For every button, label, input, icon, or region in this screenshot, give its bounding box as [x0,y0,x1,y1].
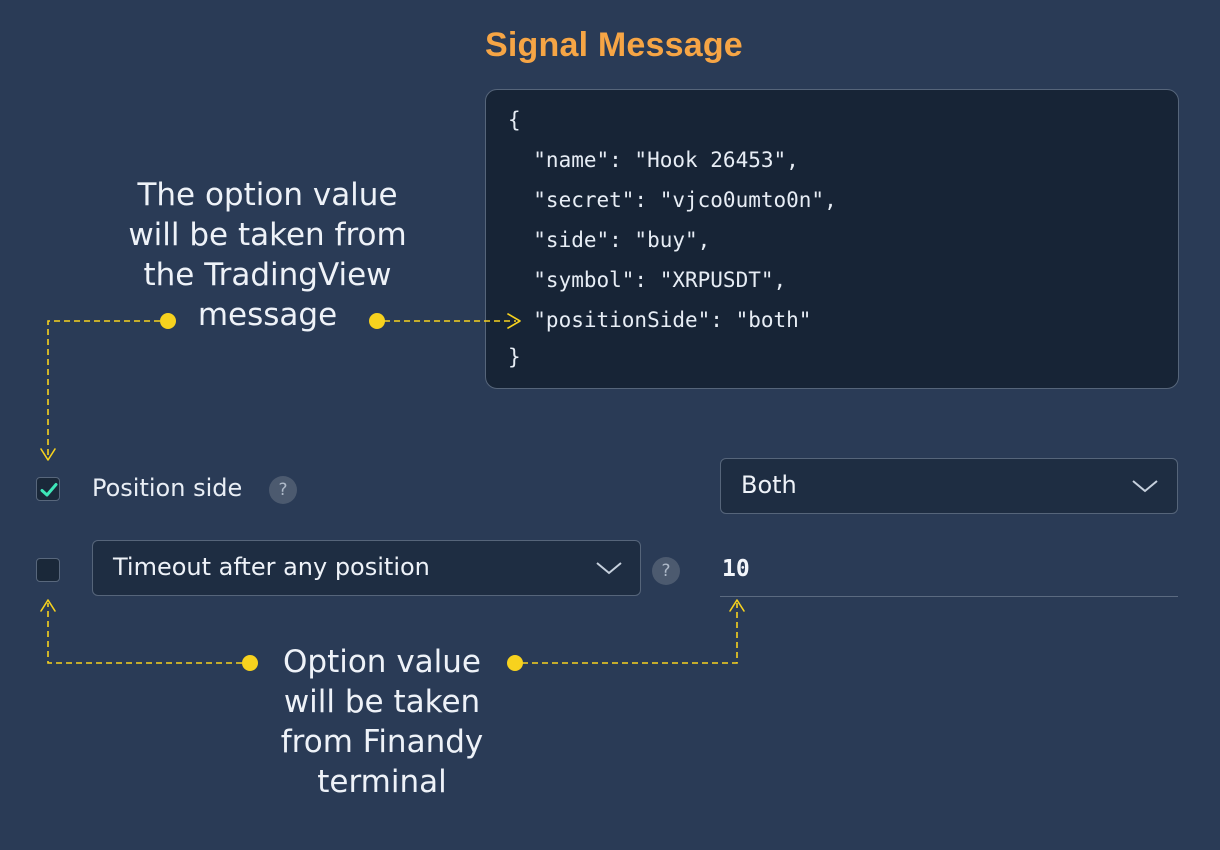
code-line: "secret": "vjco0umto0n", [508,188,837,212]
note-tradingview: The option value will be taken from the … [100,175,435,335]
code-line: { [508,108,521,132]
note-line: terminal [317,764,447,800]
note-line: will be taken from [128,217,407,253]
dot-icon [507,655,523,671]
timeout-value: 10 [722,556,750,582]
arrowhead-icon [40,448,56,461]
code-line: "symbol": "XRPUSDT", [508,268,787,292]
dot-icon [369,313,385,329]
note-line: the TradingView [143,257,392,293]
signal-message-box: { "name": "Hook 26453", "secret": "vjco0… [485,89,1179,389]
position-side-checkbox[interactable] [36,477,60,501]
arrowhead-icon [507,313,521,329]
note-line: will be taken [283,684,481,720]
dot-icon [242,655,258,671]
position-side-help-icon[interactable]: ? [269,476,297,504]
note-line: The option value [137,177,398,213]
timeout-value-input[interactable]: 10 [720,548,1178,597]
code-line: "name": "Hook 26453", [508,148,799,172]
arrow-path [47,320,160,457]
arrow-path [47,603,242,664]
dot-icon [160,313,176,329]
timeout-checkbox[interactable] [36,558,60,582]
arrowhead-icon [40,599,56,612]
note-finandy: Option value will be taken from Finandy … [257,642,507,802]
position-side-label: Position side [92,474,243,502]
chevron-down-icon [596,562,622,575]
arrow-path [522,603,738,664]
code-line: "side": "buy", [508,228,711,252]
position-side-select[interactable]: Both [720,458,1178,514]
code-line: } [508,345,521,369]
code-line: "positionSide": "both" [508,308,812,332]
arrowhead-icon [729,599,745,612]
note-line: Option value [283,644,481,680]
check-icon [40,483,58,497]
timeout-help-icon[interactable]: ? [652,557,680,585]
position-side-select-value: Both [741,471,797,499]
timeout-type-select-value: Timeout after any position [113,553,430,581]
note-line: from Finandy [280,724,484,760]
note-line: message [197,297,338,333]
timeout-type-select[interactable]: Timeout after any position [92,540,641,596]
chevron-down-icon [1132,480,1158,493]
signal-message-title: Signal Message [485,26,743,64]
